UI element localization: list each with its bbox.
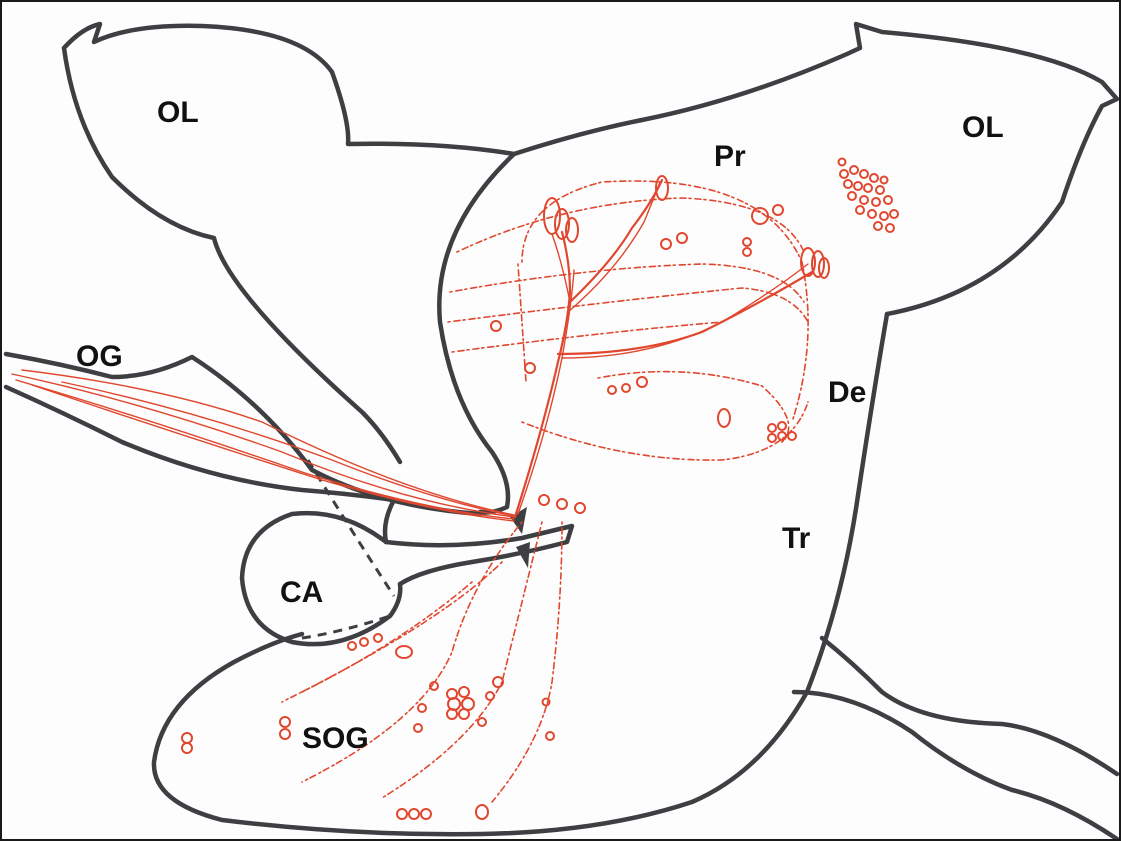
region-labels: OL OL Pr OG De Tr CA SOG <box>76 96 1004 755</box>
soma-cluster-b-2 <box>812 251 824 277</box>
soma-pr-4 <box>677 233 687 243</box>
label-tritocerebrum: Tr <box>782 522 811 555</box>
left-optic-lobe-outline <box>64 24 514 154</box>
soma-sog-left-2 <box>182 743 192 753</box>
soma-sog-left-1 <box>182 733 192 743</box>
label-protocerebrum: Pr <box>714 140 746 173</box>
soma-mid-5 <box>637 377 647 387</box>
left-optic-lobe-lower-outline <box>64 48 400 462</box>
tract-vertical-1 <box>518 264 526 382</box>
branch-to-top <box>570 180 662 302</box>
soma-sog-mid-1 <box>280 717 290 727</box>
tract-ring <box>522 181 808 422</box>
label-corpora-allata: CA <box>280 576 323 609</box>
tract-de-2 <box>598 372 789 442</box>
cell-cluster-sog <box>414 677 554 740</box>
soma-pr-2 <box>773 205 783 215</box>
neuron-projections <box>12 159 898 820</box>
soma-pr-5 <box>743 238 751 246</box>
cell-cluster-de <box>768 422 796 442</box>
soma-mid-4 <box>622 384 630 392</box>
tract-pr-2 <box>450 264 804 302</box>
branch-to-left-cluster <box>552 234 570 302</box>
label-optic-lobe-left: OL <box>157 96 199 129</box>
nerve-line-lower <box>794 692 1117 839</box>
branch-to-top-b <box>568 182 660 312</box>
label-deutocerebrum: De <box>828 376 866 409</box>
central-brain-inner-outline <box>439 154 514 512</box>
tract-sog-4 <box>302 582 472 692</box>
og-fiber-3 <box>22 370 514 515</box>
cell-cluster-upper-right <box>839 159 899 233</box>
label-optic-ganglion: OG <box>76 340 123 373</box>
og-fiber-4 <box>32 385 514 521</box>
label-suboesophageal-ganglion: SOG <box>302 722 369 755</box>
soma-mid-1 <box>491 321 501 331</box>
soma-de <box>718 409 730 427</box>
deutocerebrum-right-outline <box>154 314 887 834</box>
tract-de-1 <box>522 402 808 460</box>
soma-mid-2 <box>525 363 535 373</box>
branch-to-right <box>558 272 812 354</box>
soma-mid-3 <box>608 386 616 394</box>
soma-sog-mid-2 <box>280 729 290 739</box>
tract-pr-4 <box>452 322 722 352</box>
cell-cluster-ca-side <box>348 634 412 658</box>
soma-pr-3 <box>661 239 671 249</box>
label-optic-lobe-right: OL <box>962 111 1004 144</box>
cell-cluster-bottom <box>397 805 488 819</box>
cell-cluster-neck <box>539 495 585 513</box>
og-fiber-5 <box>62 382 514 516</box>
branch-to-right-b <box>562 264 808 358</box>
soma-pr-6 <box>743 248 751 256</box>
